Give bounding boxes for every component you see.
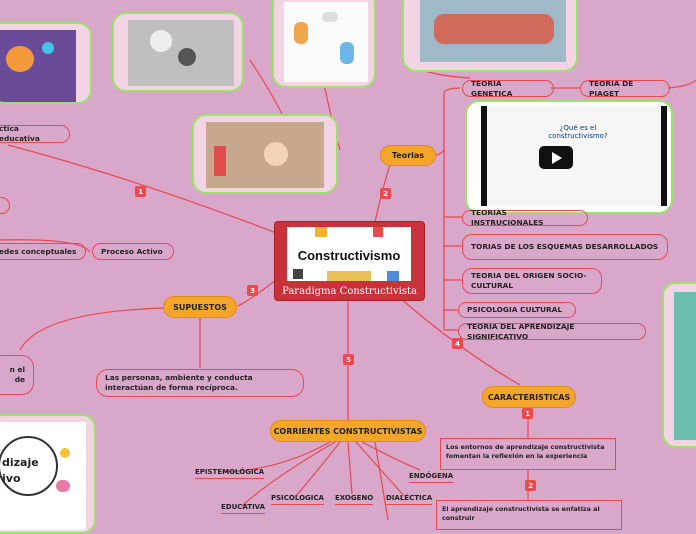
supuestos-partial-line1: n el <box>9 365 25 375</box>
badge-1: 1 <box>135 186 146 197</box>
supuestos-partial-node[interactable]: n el de <box>0 355 34 395</box>
badge-5: 5 <box>343 354 354 365</box>
supuestos-partial-line2: de <box>14 375 25 384</box>
teoria-origen-sociocultural[interactable]: TEORIA DEL ORIGEN SOCIO-CULTURAL <box>462 268 602 294</box>
connector-lines <box>0 59 696 520</box>
central-subtitle: Paradigma Constructivista <box>282 286 417 297</box>
aprendizaje-line1: dizaje <box>2 456 39 469</box>
puzzle-decoration <box>293 227 399 281</box>
teorias-instruccionales[interactable]: TEORIAS INSTRUCIONALES <box>462 208 588 227</box>
redes-conceptuales[interactable]: edes conceptuales <box>0 243 86 260</box>
image-toddlers-photo <box>192 114 338 194</box>
psicologia-cultural[interactable]: PSICOLOGIA CULTURAL <box>458 302 576 318</box>
teoria-aprendizaje-significativo[interactable]: TEORIA DEL APRENDIZAJE SIGNIFICATIVO <box>458 322 646 341</box>
central-image: Constructivismo <box>287 227 411 281</box>
supuestos-description[interactable]: Las personas, ambiente y conducta intera… <box>96 369 304 397</box>
teorias-node[interactable]: Teorias <box>380 145 436 166</box>
brain-icon <box>56 480 70 492</box>
central-title: Constructivismo <box>297 248 401 263</box>
aprendizaje-line2: ivo <box>2 472 21 485</box>
video-thumbnail[interactable]: ¿Qué es el constructivismo? <box>465 100 673 214</box>
corriente-psicologica[interactable]: PSICOLOGICA <box>271 494 324 505</box>
play-icon[interactable] <box>539 146 573 169</box>
image-kids-cartoon <box>272 0 376 88</box>
corriente-educativa[interactable]: EDUCATIVA <box>221 503 266 514</box>
image-classroom-photo-1 <box>112 12 244 92</box>
image-group-photo <box>402 0 578 72</box>
practica-educativa[interactable]: ctica educativa <box>0 124 70 143</box>
caracteristica-2[interactable]: El aprendizaje constructivista se enfati… <box>436 500 622 530</box>
video-caption: ¿Qué es el constructivismo? <box>548 124 608 141</box>
corriente-epistemologica[interactable]: EPISTEMOLÓGICA <box>195 468 265 479</box>
video-frame <box>481 106 667 206</box>
image-aprendizaje-illustration: dizaje ivo <box>0 414 96 534</box>
image-brain-illustration <box>0 22 92 104</box>
central-topic[interactable]: Constructivismo Paradigma Constructivist… <box>274 221 425 301</box>
corriente-dialectica[interactable]: DIALÉCTICA <box>386 494 433 505</box>
supuestos-node[interactable]: SUPUESTOS <box>163 296 237 318</box>
badge-car-1: 1 <box>522 408 533 419</box>
aprendizaje-cloud <box>0 436 58 496</box>
badge-4: 4 <box>452 338 463 349</box>
caracteristicas-node[interactable]: CARACTERISTICAS <box>482 386 576 408</box>
teorias-esquemas[interactable]: TORIAS DE LOS ESQUEMAS DESARROLLADOS <box>462 234 668 260</box>
teoria-genetica[interactable]: TEORIA GENETICA <box>462 79 554 98</box>
caracteristica-1[interactable]: Los entornos de aprendizaje constructivi… <box>440 438 616 470</box>
image-right-edge <box>662 282 696 448</box>
corriente-exogeno[interactable]: EXOGENO <box>335 494 374 505</box>
badge-2: 2 <box>380 188 391 199</box>
teoria-piaget[interactable]: TEORIA DE PIAGET <box>580 79 670 98</box>
proceso-activo[interactable]: Proceso Activo <box>92 243 174 260</box>
badge-3: 3 <box>247 285 258 296</box>
lightbulb-icon <box>60 448 70 458</box>
corriente-endogena[interactable]: ENDÓGENA <box>409 472 454 483</box>
corrientes-node[interactable]: CORRIENTES CONSTRUCTIVISTAS <box>270 420 426 442</box>
badge-car-2: 2 <box>525 480 536 491</box>
